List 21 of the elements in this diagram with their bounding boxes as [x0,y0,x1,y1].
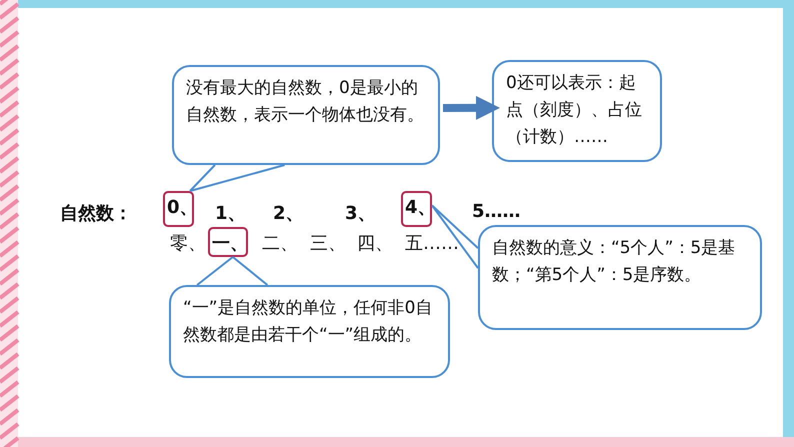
numeral-text: 3、 [345,202,376,225]
speech-bubble: 自然数的意义：“5个人”：5是基数；“第5个人”：5是序数。 [478,225,762,330]
speech-bubble: 0还可以表示：起点（刻度）、占位（计数）…… [492,60,662,162]
numeral-text: 2、 [273,202,304,225]
numeral-text: 五…… [405,232,459,255]
highlight-box: 一、 [208,227,248,257]
callout-pointer [431,204,479,270]
speech-bubble: 没有最大的自然数，0是最小的自然数，表示一个物体也没有。 [172,65,440,165]
highlight-box: 4、 [401,191,432,227]
numeral-text: 1、 [215,202,246,225]
callout-pointer [196,256,268,286]
numeral-text: 二、 [262,232,298,255]
arrow [442,96,500,120]
heading-text: 自然数： [60,202,132,225]
highlight-box: 0、 [163,191,194,227]
numeral-text: 零、 [170,232,206,255]
speech-bubble: “一”是自然数的单位，任何非0自然数都是由若干个“一”组成的。 [169,285,450,378]
numeral-text: 四、 [357,232,393,255]
numeral-text: 5…… [472,201,521,222]
numeral-text: 三、 [310,232,346,255]
callout-pointer [189,164,286,192]
